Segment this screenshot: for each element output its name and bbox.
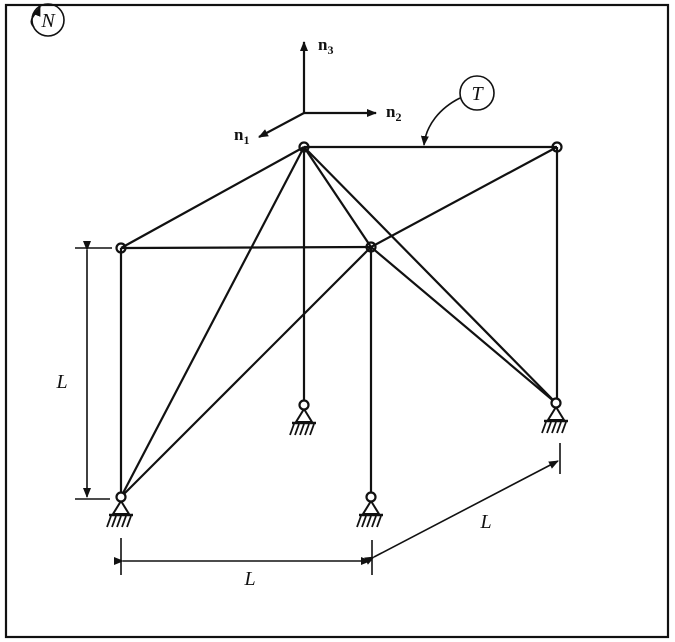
width-label: L xyxy=(243,568,255,590)
supports xyxy=(106,397,568,528)
joint xyxy=(365,241,377,253)
truss-arrow xyxy=(420,97,461,146)
member xyxy=(303,146,372,248)
pin-support xyxy=(356,491,383,528)
joint xyxy=(298,141,310,153)
joints xyxy=(115,141,563,254)
truss-label-t: T xyxy=(420,75,495,146)
member xyxy=(120,246,372,498)
member xyxy=(303,146,557,404)
truss-members xyxy=(119,145,559,498)
member xyxy=(370,246,557,404)
n1-label: n1 xyxy=(234,125,249,147)
n2-label: n2 xyxy=(386,102,401,124)
joint xyxy=(115,242,127,254)
truss-label: T xyxy=(471,83,484,105)
truss-label-circle xyxy=(459,75,495,111)
frame-label-circle xyxy=(31,3,65,37)
axis-triad: n3 n2 n1 xyxy=(234,35,401,147)
height-label: L xyxy=(55,371,67,393)
pin-support xyxy=(289,399,316,436)
frame-label: N xyxy=(40,10,56,32)
member xyxy=(120,245,372,250)
pin-support xyxy=(106,491,133,528)
n3-label: n3 xyxy=(318,35,333,57)
dimension-width: L xyxy=(114,538,373,590)
member xyxy=(370,146,558,248)
pin-support xyxy=(541,397,568,434)
member xyxy=(120,146,305,498)
dimension-depth: L xyxy=(364,443,561,565)
depth-label: L xyxy=(479,511,491,533)
member xyxy=(120,146,305,249)
joint xyxy=(551,141,563,153)
n1-arrow xyxy=(258,112,305,138)
reference-frame-n: N xyxy=(30,3,65,37)
dimension-height: L xyxy=(55,241,112,500)
frame-border xyxy=(4,3,670,639)
